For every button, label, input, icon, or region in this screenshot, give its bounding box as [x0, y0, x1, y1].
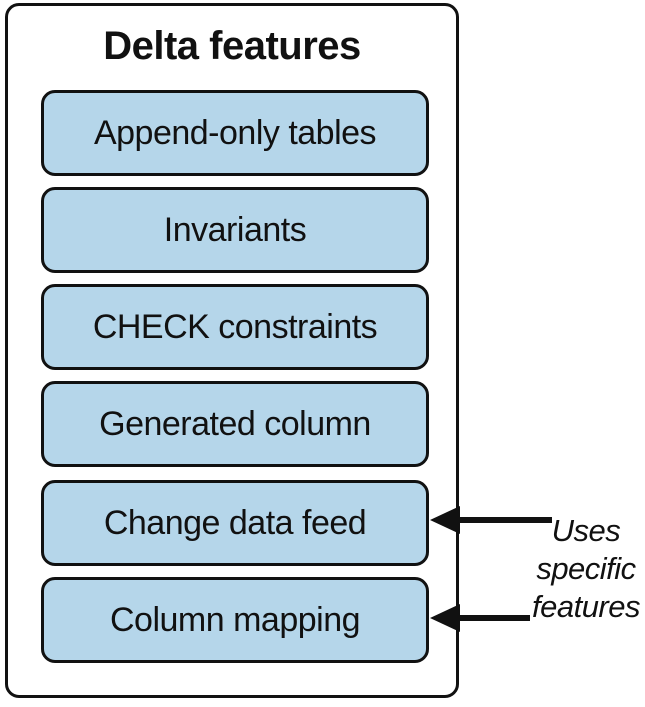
- note-line: Uses: [551, 513, 621, 548]
- uses-specific-features-note: Uses specific features: [528, 512, 644, 626]
- note-line: features: [531, 589, 641, 624]
- feature-label: Column mapping: [109, 600, 361, 639]
- note-line: specific: [536, 551, 636, 586]
- panel-title: Delta features: [103, 24, 361, 68]
- feature-label: Change data feed: [103, 503, 367, 542]
- feature-box-change-data-feed: Change data feed: [41, 480, 429, 566]
- delta-features-panel: Delta features Append-only tables Invari…: [5, 3, 459, 698]
- feature-box-invariants: Invariants: [41, 187, 429, 273]
- feature-box-append-only-tables: Append-only tables: [41, 90, 429, 176]
- arrow-to-change-data-feed: [430, 506, 552, 534]
- arrow-to-column-mapping: [430, 604, 530, 632]
- feature-box-generated-column: Generated column: [41, 381, 429, 467]
- feature-box-check-constraints: CHECK constraints: [41, 284, 429, 370]
- feature-label: CHECK constraints: [92, 307, 378, 346]
- feature-label: Append-only tables: [93, 113, 377, 152]
- feature-label: Invariants: [163, 210, 307, 249]
- feature-label: Generated column: [99, 404, 371, 443]
- feature-box-column-mapping: Column mapping: [41, 577, 429, 663]
